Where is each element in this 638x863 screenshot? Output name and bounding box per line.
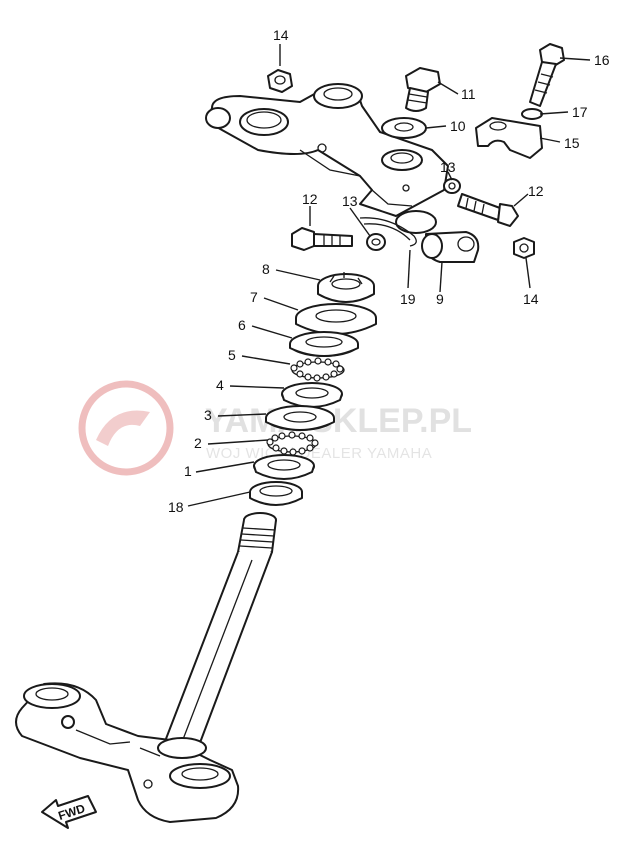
washer-7 — [295, 303, 377, 335]
washer-13-lower — [366, 233, 386, 251]
washer-13-upper — [443, 178, 461, 194]
watermark-logo — [78, 380, 174, 476]
callout-13-lower: 13 — [342, 193, 358, 209]
callout-9: 9 — [436, 291, 444, 307]
callout-19: 19 — [400, 291, 416, 307]
callout-6: 6 — [238, 317, 246, 333]
ring-nut-8 — [317, 272, 375, 303]
callout-4: 4 — [216, 377, 224, 393]
race-4 — [281, 382, 343, 408]
callout-5: 5 — [228, 347, 236, 363]
clip-19 — [359, 217, 417, 247]
bolt-16 — [529, 43, 565, 107]
steering-stem — [163, 512, 277, 753]
callout-11: 11 — [461, 86, 476, 102]
bolt-11 — [405, 67, 441, 112]
fwd-arrow: FWD — [41, 795, 97, 829]
watermark-subtitle: WOJ WICZ | DEALER YAMAHA — [206, 445, 432, 462]
callout-labels: 14 16 11 17 10 15 13 12 12 13 8 19 9 14 … — [168, 27, 610, 515]
callout-14-top: 14 — [273, 27, 289, 43]
washer-10 — [381, 117, 427, 139]
washer-17 — [521, 108, 543, 120]
callout-2: 2 — [194, 435, 202, 451]
leader-lines — [187, 44, 591, 507]
callout-3: 3 — [204, 407, 212, 423]
clamp-15 — [475, 117, 543, 159]
callout-18: 18 — [168, 499, 184, 515]
lower-bracket — [15, 682, 240, 823]
callout-16: 16 — [594, 52, 610, 68]
callout-17: 17 — [572, 104, 588, 120]
callout-15: 15 — [564, 135, 580, 151]
callout-13-upper: 13 — [440, 159, 456, 175]
seal-18 — [249, 481, 303, 506]
watermark-title: YAMA SKLEP.PL — [205, 402, 472, 440]
bolt-12-right — [457, 193, 519, 227]
callout-1: 1 — [184, 463, 192, 479]
callout-8: 8 — [262, 261, 270, 277]
ball-ring-2 — [266, 431, 319, 456]
nut-14-right — [513, 237, 535, 259]
callout-12-left: 12 — [302, 191, 318, 207]
watermark-logo-mark — [96, 410, 150, 446]
callout-14-right: 14 — [523, 291, 539, 307]
pinch-block-9 — [421, 231, 480, 263]
ball-ring-5 — [290, 357, 345, 382]
upper-bracket — [205, 83, 449, 234]
race-3 — [265, 405, 335, 431]
callout-10: 10 — [450, 118, 466, 134]
callout-12-right: 12 — [528, 183, 544, 199]
race-1 — [253, 454, 315, 480]
bolt-12-left — [291, 227, 353, 251]
race-6 — [289, 331, 359, 357]
nut-14-top — [267, 69, 293, 93]
bracket-end-boss — [205, 107, 231, 129]
callout-7: 7 — [250, 289, 258, 305]
